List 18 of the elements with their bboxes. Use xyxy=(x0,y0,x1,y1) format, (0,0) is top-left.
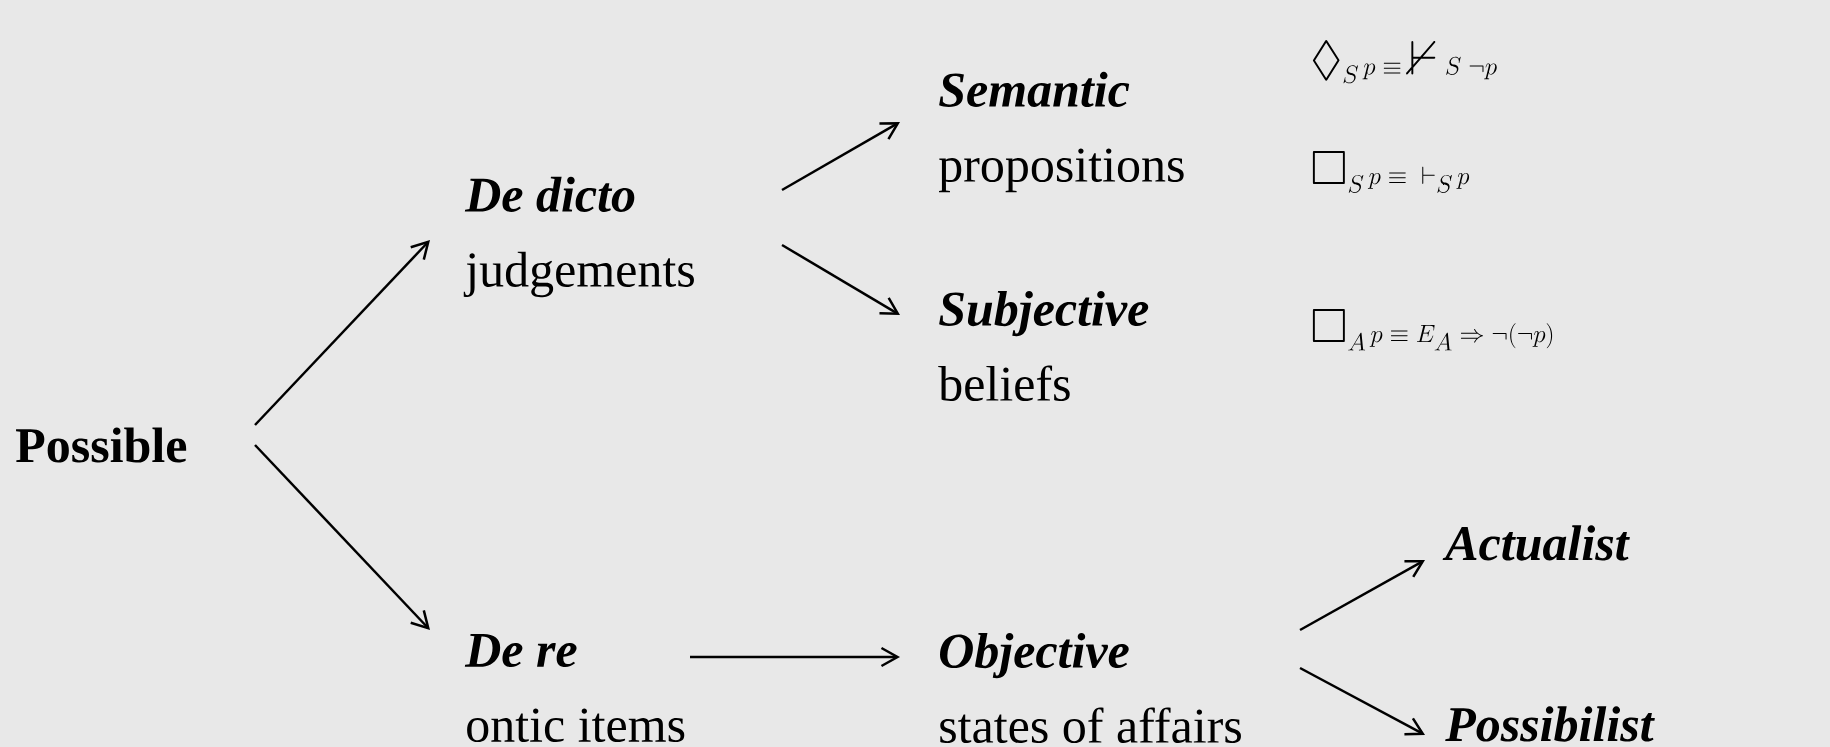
arrow xyxy=(254,444,430,630)
term-label: De re ontic items xyxy=(464,633,685,743)
term-label: Actualist xyxy=(1442,525,1630,561)
term-label: Semantic propositions xyxy=(939,71,1184,193)
formula: $\Box_S\, p \equiv\; {\vdash_S}\, p$ xyxy=(1312,151,1470,193)
term-label: Objective states of affairs xyxy=(940,632,1241,744)
arrow xyxy=(781,243,900,315)
term-label: De dicto judgements xyxy=(463,176,694,298)
arrow xyxy=(781,122,900,192)
arrow xyxy=(690,646,900,668)
term-label: Possibilist xyxy=(1445,706,1655,742)
formula: $\Diamond_S\, p \equiv {\nvdash}\; S\; \neg p$ xyxy=(1312,40,1497,84)
term-label: Subjective beliefs xyxy=(938,290,1149,402)
arrow xyxy=(1299,666,1425,736)
arrow xyxy=(254,240,430,426)
term-label: Possible xyxy=(16,427,187,463)
formula: $\Box_A\, p \equiv E_A \Rightarrow \neg(\neg p)$ xyxy=(1312,309,1553,351)
arrow xyxy=(1299,559,1425,632)
